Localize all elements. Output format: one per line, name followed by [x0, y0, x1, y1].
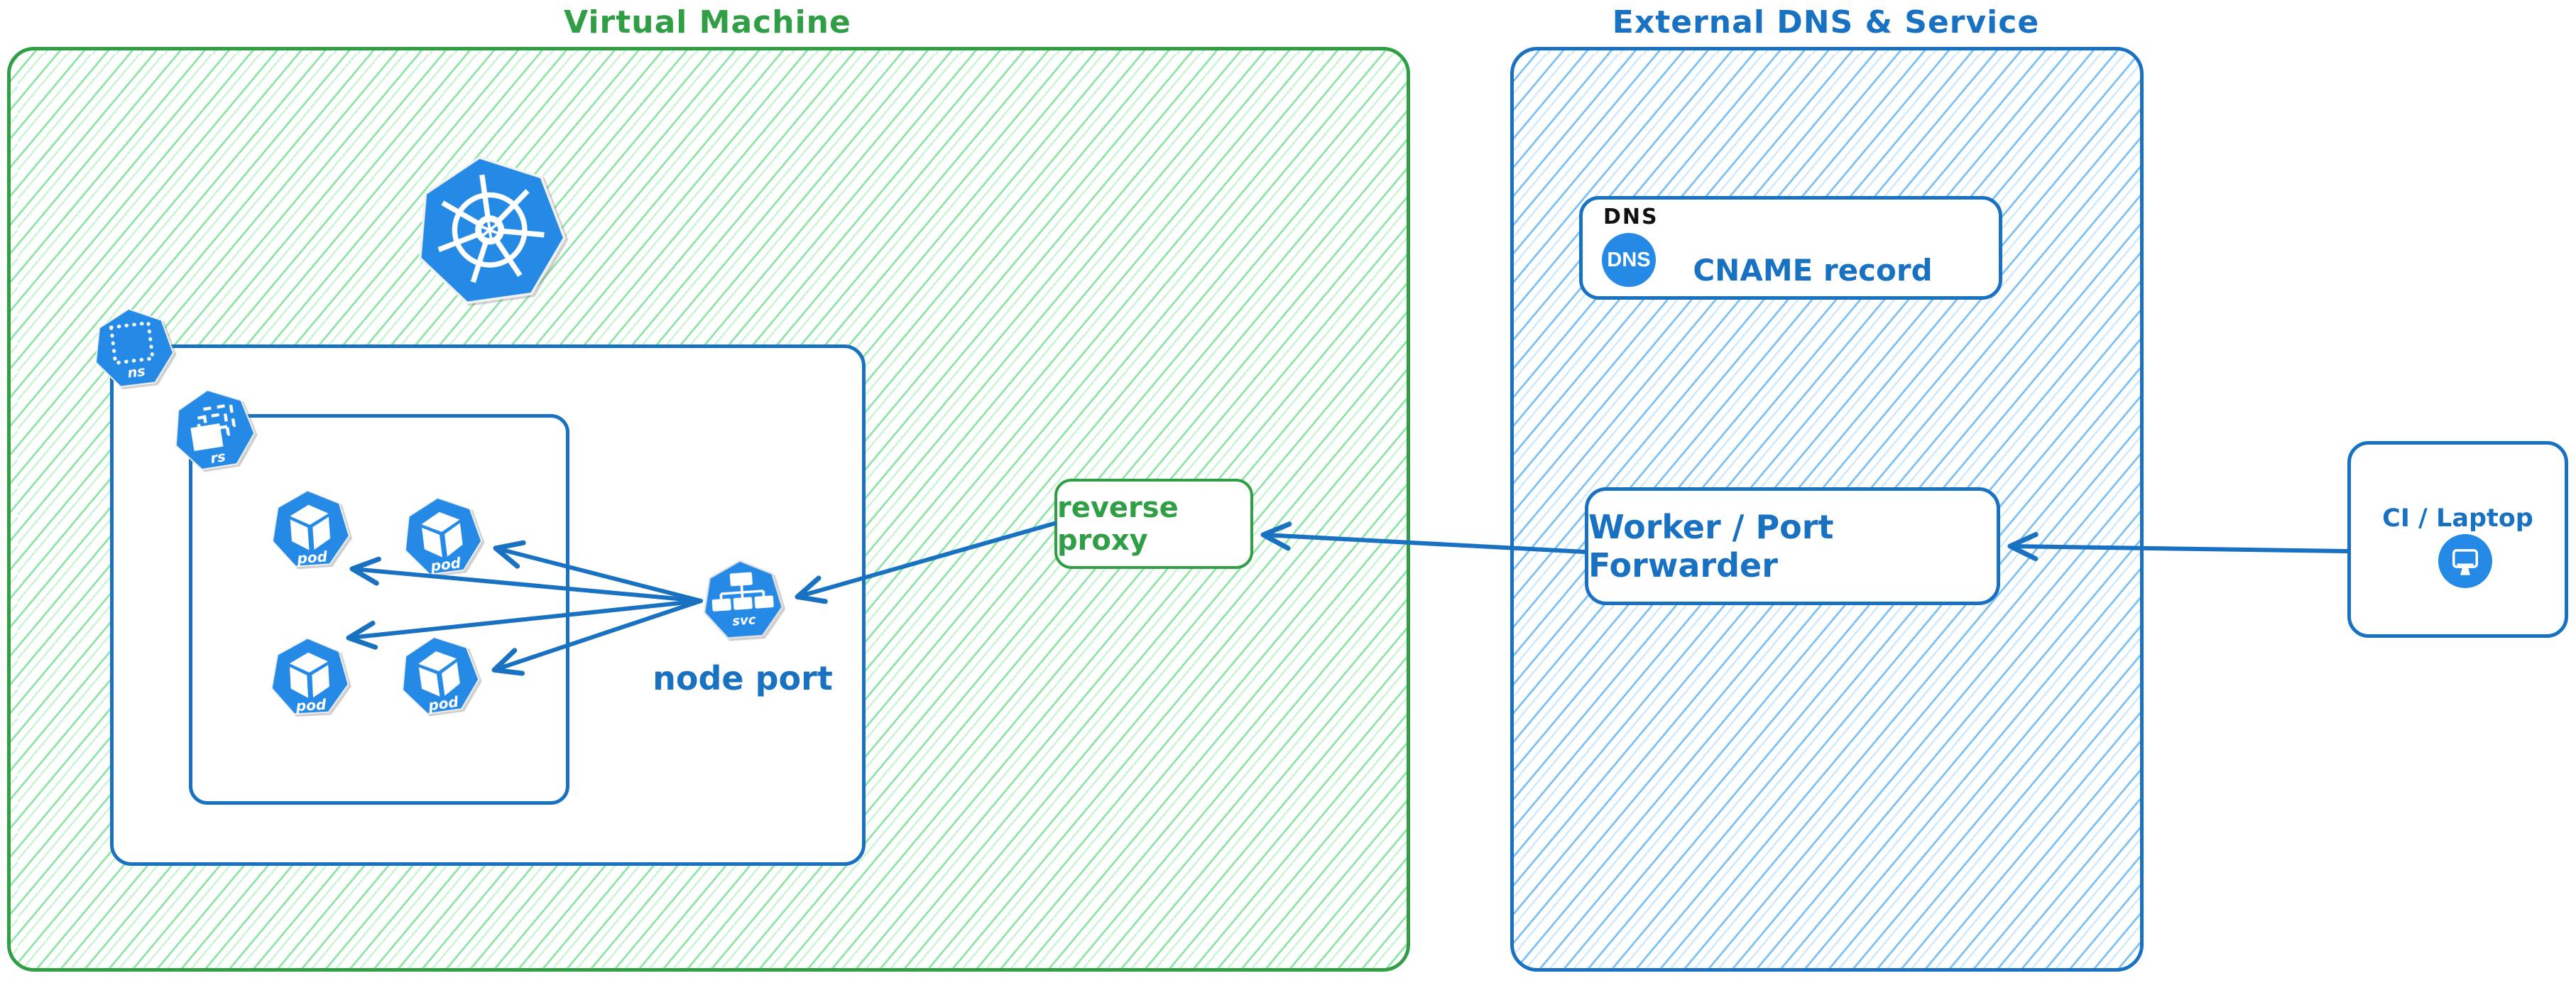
- dns-header-label: DNS: [1603, 205, 1659, 229]
- reverse-proxy-box[interactable]: reverse proxy: [1054, 479, 1253, 569]
- dns-badge-label: DNS: [1607, 248, 1651, 271]
- cube-glyph: [289, 652, 328, 673]
- external-group-title: External DNS & Service: [1612, 4, 2040, 40]
- replicaset-box[interactable]: [189, 414, 569, 805]
- namespace-icon[interactable]: ns: [86, 299, 181, 398]
- cube-glyph: [290, 504, 329, 525]
- node-port-caption: node port: [653, 659, 833, 697]
- svc-tree-leaf: [733, 597, 753, 610]
- cube-glyph: [312, 516, 331, 550]
- reverse-proxy-label: reverse proxy: [1057, 491, 1179, 557]
- pod-label: pod: [296, 548, 329, 567]
- pod-label: pod: [295, 696, 327, 715]
- replica-solid-rect: [190, 423, 224, 452]
- cube-glyph: [418, 667, 440, 697]
- svc-tree-links: [719, 585, 765, 599]
- dns-badge[interactable]: DNS: [1602, 233, 1656, 287]
- svc-tree-leaf: [711, 598, 731, 612]
- pod-4-icon[interactable]: pod: [392, 626, 487, 725]
- vm-group-title: Virtual Machine: [564, 4, 851, 40]
- cube-glyph: [290, 666, 308, 698]
- cube-glyph: [418, 651, 457, 671]
- pod-label: pod: [429, 554, 462, 575]
- cube-glyph: [422, 527, 442, 558]
- namespace-label: ns: [126, 363, 146, 381]
- pod-3-icon[interactable]: pod: [266, 631, 354, 724]
- cube-glyph: [444, 523, 463, 557]
- ci-laptop-label: CI / Laptop: [2382, 504, 2533, 533]
- replicaset-icon[interactable]: rs: [164, 379, 263, 482]
- monitor-icon: [2452, 549, 2478, 575]
- pod-label: pod: [427, 693, 460, 715]
- laptop-badge: [2438, 534, 2492, 588]
- cname-record-label: CNAME record: [1693, 253, 1933, 288]
- kubernetes-logo-icon[interactable]: [400, 139, 580, 325]
- svc-tree-root: [729, 572, 753, 587]
- dotted-square-glyph: [109, 320, 155, 365]
- cube-glyph: [290, 519, 310, 550]
- svc-tree-leaf: [754, 595, 774, 609]
- worker-label: Worker / Port Forwarder: [1588, 508, 1834, 585]
- pod-1-icon[interactable]: pod: [266, 483, 355, 577]
- cube-glyph: [312, 665, 329, 698]
- cube-glyph: [442, 661, 460, 696]
- pod-2-icon[interactable]: pod: [395, 488, 489, 585]
- cube-glyph: [421, 511, 460, 532]
- service-icon[interactable]: svc: [697, 554, 788, 648]
- worker-port-forwarder-box[interactable]: Worker / Port Forwarder: [1585, 487, 2000, 605]
- replicaset-label: rs: [209, 448, 227, 467]
- service-label: svc: [732, 612, 757, 629]
